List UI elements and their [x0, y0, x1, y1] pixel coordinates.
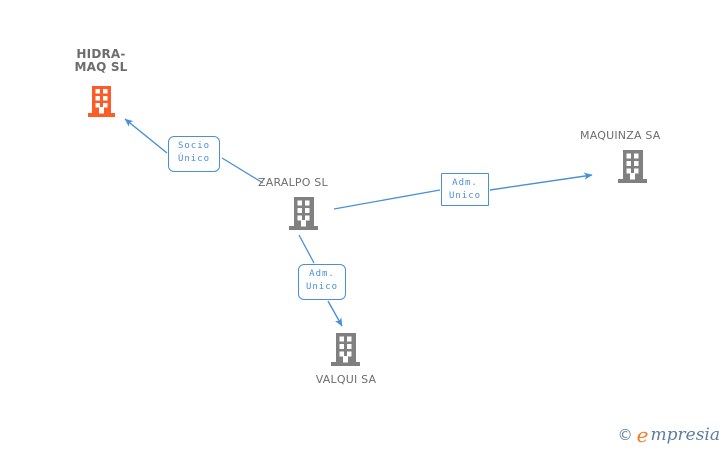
edge-zaralpo-maquinza-seg1 — [333, 189, 441, 210]
watermark-empresia: © e mpresia — [617, 423, 721, 447]
edge-zaralpo-valqui-seg1 — [298, 234, 315, 264]
building-icon[interactable] — [88, 86, 115, 122]
node-label-valqui: VALQUI SA — [315, 373, 377, 386]
node-label-hidra-maq: HIDRA- MAQ SL — [74, 47, 128, 74]
edge-zaralpo-hidra-seg2 — [124, 118, 168, 154]
edge-zaralpo-valqui-seg2 — [327, 300, 343, 327]
edge-label-adm-unico-valqui[interactable]: Adm. Unico — [298, 264, 346, 300]
edge-zaralpo-maquinza-seg2 — [489, 172, 593, 191]
watermark-brand-rest: mpresia — [650, 425, 721, 445]
node-label-maquinza: MAQUINZA SA — [580, 129, 661, 142]
building-icon[interactable] — [331, 333, 360, 371]
edge-label-adm-unico-maquinza[interactable]: Adm. Unico — [441, 173, 489, 206]
watermark-brand-initial: e — [636, 423, 649, 447]
node-label-zaralpo: ZARALPO SL — [258, 176, 328, 189]
building-icon[interactable] — [289, 197, 318, 235]
edge-label-socio-unico[interactable]: Socio Único — [168, 136, 220, 172]
edge-zaralpo-hidra-seg1 — [221, 157, 264, 184]
building-icon[interactable] — [618, 150, 647, 188]
copyright-icon: © — [617, 426, 633, 444]
